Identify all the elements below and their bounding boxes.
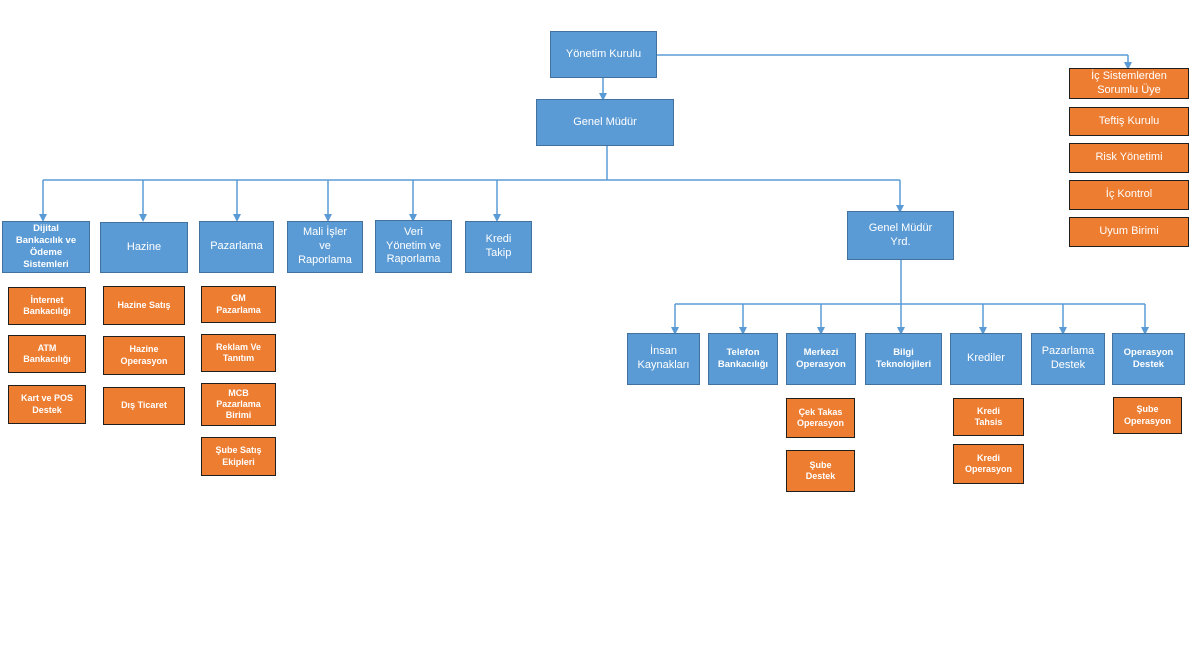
- atm-banking-box: ATM Bankacılığı: [8, 335, 86, 373]
- credit-allocation-label: Kredi Tahsis: [974, 405, 1003, 427]
- ceo-box: Genel Müdür: [536, 99, 674, 146]
- information-technology-box: Bilgi Teknolojileri: [865, 333, 942, 385]
- digital-banking-box: Dijital Bankacılık ve Ödeme Sistemleri: [2, 221, 90, 273]
- branch-support-label: Şube Destek: [805, 459, 836, 481]
- credits-box: Krediler: [950, 333, 1022, 385]
- inspection-board-box: Teftiş Kurulu: [1069, 107, 1189, 136]
- audit-member-box: İç Sistemlerden Sorumlu Üye: [1069, 68, 1189, 99]
- digital-banking-label: Dijital Bankacılık ve Ödeme Sistemleri: [15, 223, 77, 270]
- internet-banking-label: İnternet Bankacılığı: [23, 294, 71, 316]
- compliance-label: Uyum Birimi: [1099, 225, 1159, 238]
- information-technology-label: Bilgi Teknolojileri: [875, 347, 932, 370]
- credits-label: Krediler: [967, 352, 1005, 365]
- central-operations-label: Merkezi Operasyon: [796, 347, 846, 370]
- human-resources-box: İnsan Kaynakları: [627, 333, 700, 385]
- deputy-gm-label: Genel Müdür Yrd.: [868, 221, 933, 248]
- inspection-board-label: Teftiş Kurulu: [1098, 114, 1160, 127]
- credit-allocation-box: Kredi Tahsis: [953, 398, 1024, 436]
- card-pos-support-box: Kart ve POS Destek: [8, 385, 86, 424]
- foreign-trade-box: Dış Ticaret: [103, 387, 185, 425]
- treasury-label: Hazine: [126, 240, 162, 253]
- board-label: Yönetim Kurulu: [565, 47, 642, 60]
- ceo-label: Genel Müdür: [573, 115, 637, 128]
- atm-banking-label: ATM Bankacılığı: [23, 342, 71, 364]
- human-resources-label: İnsan Kaynakları: [637, 345, 690, 371]
- treasury-box: Hazine: [100, 222, 188, 273]
- finance-label: Mali İşler ve Raporlama: [298, 226, 352, 266]
- credit-operations-box: Kredi Operasyon: [953, 444, 1024, 484]
- credit-tracking-box: Kredi Takip: [465, 221, 532, 273]
- data-management-box: Veri Yönetim ve Raporlama: [375, 220, 452, 273]
- treasury-operations-label: Hazine Operasyon: [120, 344, 168, 366]
- card-pos-support-label: Kart ve POS Destek: [20, 393, 74, 415]
- internet-banking-box: İnternet Bankacılığı: [8, 287, 86, 325]
- mcb-marketing-box: MCB Pazarlama Birimi: [201, 383, 276, 426]
- branch-support-box: Şube Destek: [786, 450, 855, 492]
- internal-control-label: İç Kontrol: [1105, 188, 1153, 201]
- phone-banking-label: Telefon Bankacılığı: [717, 347, 769, 370]
- foreign-trade-label: Dış Ticaret: [121, 400, 167, 411]
- treasury-sales-box: Hazine Satış: [103, 286, 185, 325]
- data-management-label: Veri Yönetim ve Raporlama: [385, 225, 442, 266]
- risk-management-label: Risk Yönetimi: [1095, 151, 1163, 164]
- board-box: Yönetim Kurulu: [550, 31, 657, 78]
- mcb-marketing-label: MCB Pazarlama Birimi: [216, 387, 261, 421]
- branch-sales-label: Şube Satış Ekipleri: [215, 445, 262, 467]
- gm-marketing-label: GM Pazarlama: [216, 293, 261, 315]
- compliance-box: Uyum Birimi: [1069, 217, 1189, 247]
- branch-operations-label: Şube Operasyon: [1123, 404, 1172, 426]
- marketing-box: Pazarlama: [199, 221, 274, 273]
- branch-operations-box: Şube Operasyon: [1113, 397, 1182, 434]
- internal-control-box: İç Kontrol: [1069, 180, 1189, 210]
- risk-management-box: Risk Yönetimi: [1069, 143, 1189, 173]
- operations-support-label: Operasyon Destek: [1123, 347, 1174, 370]
- branch-sales-box: Şube Satış Ekipleri: [201, 437, 276, 476]
- credit-tracking-label: Kredi Takip: [485, 233, 512, 259]
- marketing-support-box: Pazarlama Destek: [1031, 333, 1105, 385]
- credit-operations-label: Kredi Operasyon: [964, 452, 1013, 474]
- central-operations-box: Merkezi Operasyon: [786, 333, 856, 385]
- audit-member-label: İç Sistemlerden Sorumlu Üye: [1091, 69, 1167, 96]
- marketing-label: Pazarlama: [210, 240, 263, 253]
- marketing-support-label: Pazarlama Destek: [1041, 345, 1095, 371]
- advertising-box: Reklam Ve Tanıtım: [201, 334, 276, 372]
- treasury-operations-box: Hazine Operasyon: [103, 336, 185, 375]
- treasury-sales-label: Hazine Satış: [117, 299, 171, 310]
- gm-marketing-box: GM Pazarlama: [201, 286, 276, 323]
- deputy-gm-box: Genel Müdür Yrd.: [847, 211, 954, 260]
- check-clearing-box: Çek Takas Operasyon: [786, 398, 855, 438]
- advertising-label: Reklam Ve Tanıtım: [215, 341, 262, 363]
- check-clearing-label: Çek Takas Operasyon: [796, 406, 845, 428]
- operations-support-box: Operasyon Destek: [1112, 333, 1185, 385]
- phone-banking-box: Telefon Bankacılığı: [708, 333, 778, 385]
- finance-box: Mali İşler ve Raporlama: [287, 221, 363, 273]
